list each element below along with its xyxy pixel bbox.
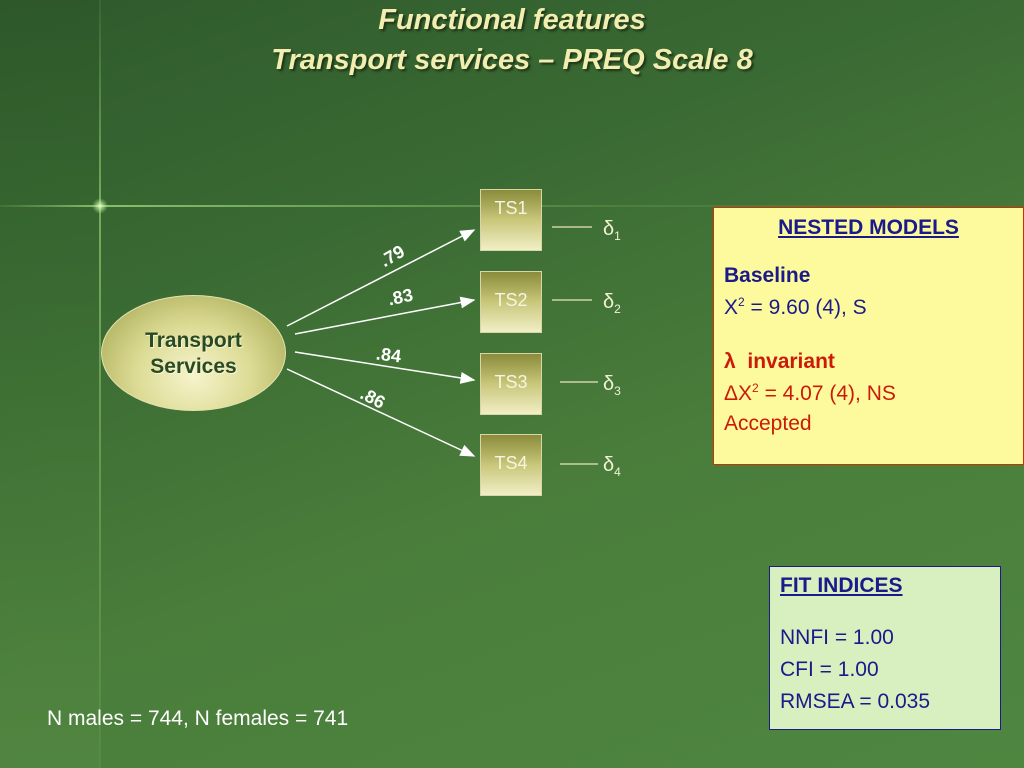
rmsea-value: RMSEA = 0.035 — [780, 690, 931, 713]
arrow-ts2 — [294, 296, 476, 335]
indicator-label: TS2 — [494, 290, 528, 310]
accepted-label: Accepted — [724, 412, 812, 435]
indicator-ts3: TS3 — [480, 353, 542, 415]
error-delta-4: δ4 — [603, 454, 621, 479]
error-delta-2: δ2 — [603, 291, 621, 316]
arrow-ts4 — [286, 368, 476, 457]
slide-subtitle: Transport services – PREQ Scale 8 — [271, 44, 753, 76]
delta-stat: ΔX2 = 4.07 (4), NS — [724, 381, 896, 405]
slide-title: Functional features — [378, 4, 646, 36]
indicator-ts2: TS2 — [480, 271, 542, 333]
nested-models-box: NESTED MODELS Baseline X2 = 9.60 (4), S … — [713, 207, 1024, 465]
arrow-ts3 — [294, 351, 476, 384]
error-delta-3: δ3 — [603, 373, 621, 398]
decor-vertical-line — [99, 0, 101, 768]
error-delta-1: δ1 — [603, 218, 621, 243]
fit-indices-heading: FIT INDICES — [780, 574, 903, 597]
baseline-stat: X2 = 9.60 (4), S — [724, 295, 867, 319]
indicator-ts4: TS4 — [480, 434, 542, 496]
latent-label-line1: Transport — [145, 329, 242, 352]
indicator-label: TS1 — [494, 198, 528, 218]
indicator-label: TS4 — [494, 453, 528, 473]
indicator-label: TS3 — [494, 372, 528, 392]
loading-ts3: .84 — [374, 343, 403, 367]
cfi-value: CFI = 1.00 — [780, 658, 879, 681]
lambda-invariant: λ invariant — [724, 350, 835, 373]
fit-indices-box: FIT INDICES NNFI = 1.00 CFI = 1.00 RMSEA… — [769, 566, 1001, 730]
background-band — [0, 0, 100, 768]
decor-spark-icon — [92, 198, 108, 214]
indicator-ts1: TS1 — [480, 189, 542, 251]
latent-factor-transport-services: Transport Services — [101, 295, 286, 411]
sample-size-note: N males = 744, N females = 741 — [47, 707, 349, 730]
arrow-ts1 — [286, 229, 476, 327]
latent-label-line2: Services — [150, 355, 237, 378]
nnfi-value: NNFI = 1.00 — [780, 626, 894, 649]
nested-models-heading: NESTED MODELS — [778, 216, 959, 239]
baseline-label: Baseline — [724, 264, 811, 287]
